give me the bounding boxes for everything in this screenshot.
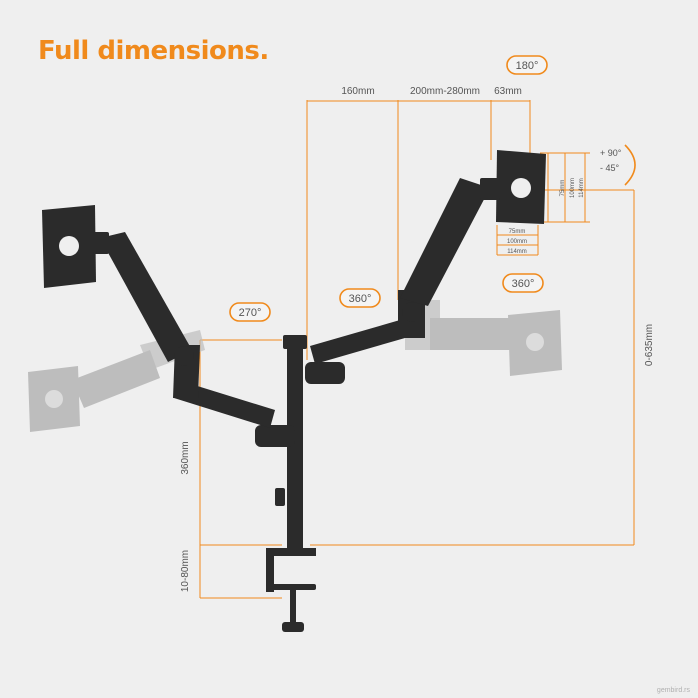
dim-top-b: 200mm-280mm (410, 86, 480, 97)
vesa-vertical-75: 75mm (560, 180, 566, 197)
rotation-right-arm-label: 360° (349, 293, 372, 305)
left-arm (100, 232, 295, 447)
page-title: Full dimensions. (38, 36, 269, 66)
left-monitor-plate (42, 205, 109, 288)
desk-clamp (266, 548, 316, 632)
vesa-horizontal-114: 114mm (507, 249, 527, 255)
rotation-badge-right-arm: 360° (339, 288, 381, 308)
rotation-top-label: 180° (516, 60, 539, 72)
vesa-vertical-114: 114mm (579, 178, 585, 198)
vesa-horizontal-75: 75mm (509, 229, 526, 235)
dimension-lines (199, 100, 635, 599)
ghost-monitor-right (405, 300, 562, 376)
pole (275, 335, 307, 553)
dim-total-height: 0-635mm (644, 324, 655, 366)
rotation-badge-top: 180° (506, 55, 548, 75)
watermark: gembird.rs (657, 687, 691, 694)
dim-clamp: 10-80mm (180, 550, 191, 592)
right-arm (305, 178, 490, 384)
rotation-right-monitor-label: 360° (512, 278, 535, 290)
tilt-up-label: + 90° (600, 148, 622, 158)
tilt-indicator: + 90° - 45° (600, 144, 636, 186)
vesa-vertical-100: 100mm (570, 178, 576, 198)
rotation-left-arm-label: 270° (239, 307, 262, 319)
rotation-badge-right-monitor: 360° (502, 273, 544, 293)
tilt-down-label: - 45° (600, 163, 620, 173)
dim-top-a: 160mm (341, 86, 374, 97)
right-monitor-plate (480, 150, 546, 224)
vesa-horizontal-100: 100mm (507, 239, 527, 245)
dim-pole-height: 360mm (180, 441, 191, 474)
dim-top-c: 63mm (494, 86, 522, 97)
rotation-badge-left-arm: 270° (229, 302, 271, 322)
